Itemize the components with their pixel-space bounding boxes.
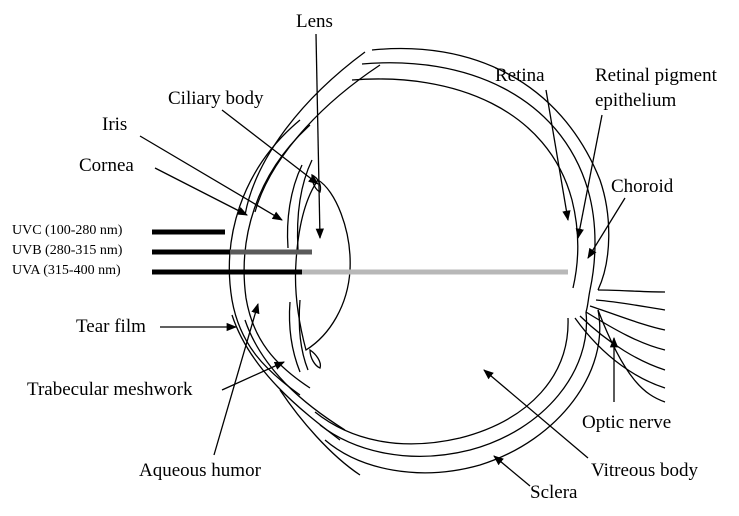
label-uvb: UVB (280-315 nm) — [12, 243, 123, 258]
leader-arrows — [139, 33, 626, 487]
label-aqueous-humor: Aqueous humor — [139, 460, 261, 481]
aqueous-arrow — [213, 303, 260, 456]
ciliary-arrow — [221, 109, 319, 185]
label-retina: Retina — [495, 65, 545, 86]
label-lens: Lens — [296, 11, 333, 32]
optic-disc — [585, 289, 591, 313]
label-ciliary-body: Ciliary body — [168, 88, 264, 109]
sclera-outline — [324, 47, 610, 474]
vitreous-arrow — [483, 369, 589, 459]
optic-nerve-fibers — [574, 289, 666, 403]
label-trabecular-meshwork: Trabecular meshwork — [27, 379, 193, 400]
label-uvc: UVC (100-280 nm) — [12, 223, 123, 238]
sclera-arrow — [493, 455, 531, 487]
rpe-arrow — [575, 114, 603, 240]
label-cornea: Cornea — [79, 155, 134, 176]
cornea-arrow — [154, 167, 248, 216]
label-choroid: Choroid — [611, 176, 674, 197]
cornea-outline — [228, 119, 311, 396]
label-uva: UVA (315-400 nm) — [12, 263, 121, 278]
uv-bands — [152, 229, 568, 275]
retina-outline — [314, 78, 579, 445]
iris-arrow — [139, 135, 283, 221]
trabecular-arrow — [221, 361, 285, 391]
lens-shape — [294, 179, 351, 352]
label-sclera: Sclera — [530, 482, 578, 503]
label-tear-film: Tear film — [76, 316, 146, 337]
label-optic-nerve: Optic nerve — [582, 412, 672, 433]
eyelid-curves — [231, 51, 381, 476]
label-iris: Iris — [102, 114, 128, 135]
retina-arrow — [545, 89, 571, 222]
label-rpe-line1: Retinal pigment — [595, 65, 717, 86]
label-rpe-line2: epithelium — [595, 90, 677, 111]
label-vitreous-body: Vitreous body — [591, 460, 699, 481]
choroid-arrow — [587, 197, 626, 259]
choroid-outline — [319, 62, 596, 457]
lens-arrow — [315, 33, 324, 240]
